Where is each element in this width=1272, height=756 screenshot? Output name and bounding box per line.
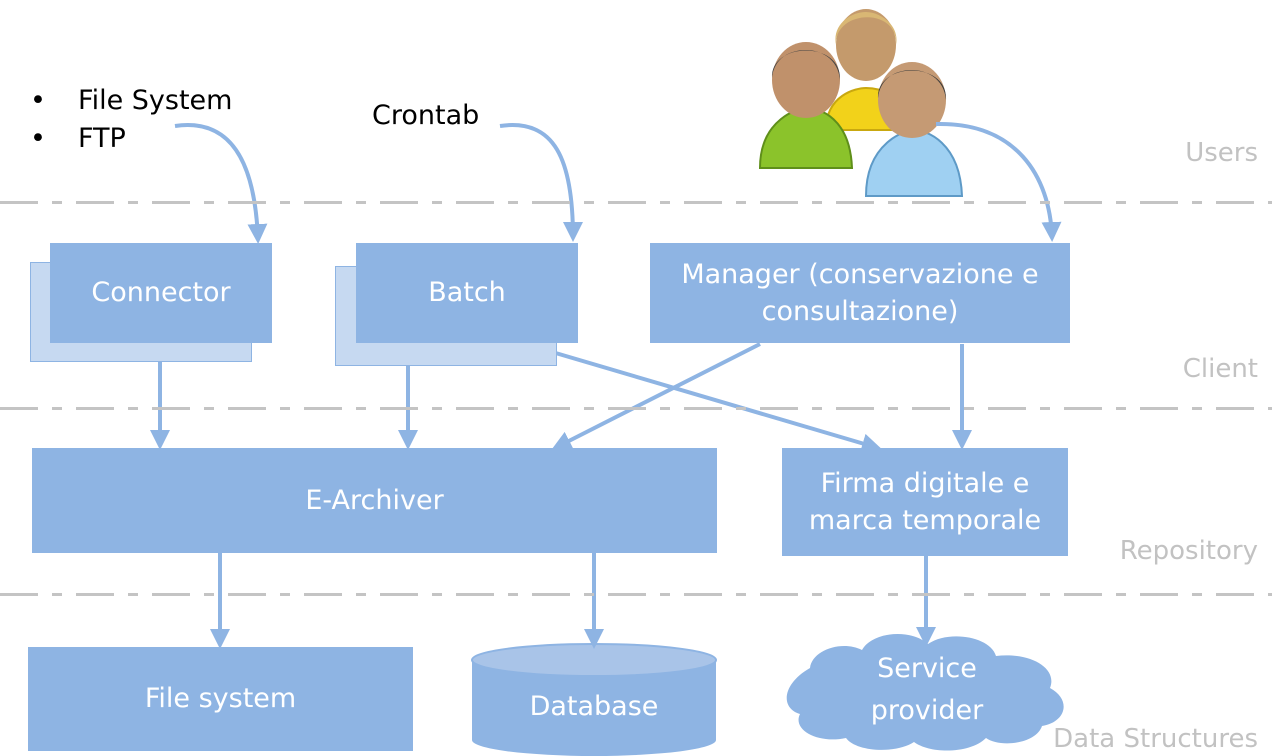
bullet-icon: •: [30, 123, 46, 154]
bullet-icon: •: [30, 85, 46, 116]
source-item: •File System: [30, 82, 232, 120]
manager-box: Manager (conservazione e consultazione): [650, 243, 1070, 343]
batch-box: Batch: [356, 243, 578, 343]
crontab-label: Crontab: [372, 100, 480, 131]
layer-label-users: Users: [1185, 138, 1258, 168]
earchiver-box: E-Archiver: [32, 448, 717, 553]
source-item: •FTP: [30, 120, 232, 158]
database-cylinder: [471, 643, 717, 756]
separator-client-repository: [0, 407, 1272, 410]
filesystem-box: File system: [28, 647, 413, 751]
source-list: •File System •FTP: [30, 82, 232, 158]
service-provider-label: Service provider: [870, 653, 984, 726]
arrow-manager-to-earchiver: [551, 342, 761, 450]
separator-repository-data: [0, 593, 1272, 596]
firma-box: Firma digitale e marca temporale: [782, 448, 1068, 556]
layer-label-repository: Repository: [1119, 536, 1258, 566]
arrow-fs-to-connector: [174, 123, 268, 244]
separator-users-client: [0, 201, 1272, 204]
arrow-users-to-manager: [935, 121, 1062, 242]
layer-label-client: Client: [1182, 354, 1258, 384]
service-provider-cloud: [786, 633, 1064, 751]
connector-box: Connector: [50, 243, 272, 343]
users-group-icon: [758, 9, 964, 197]
arrow-crontab-to-batch: [499, 123, 583, 242]
arrow-batch-to-firma: [524, 342, 882, 454]
database-label: Database: [529, 691, 659, 722]
layer-label-data: Data Structures: [1053, 724, 1258, 754]
